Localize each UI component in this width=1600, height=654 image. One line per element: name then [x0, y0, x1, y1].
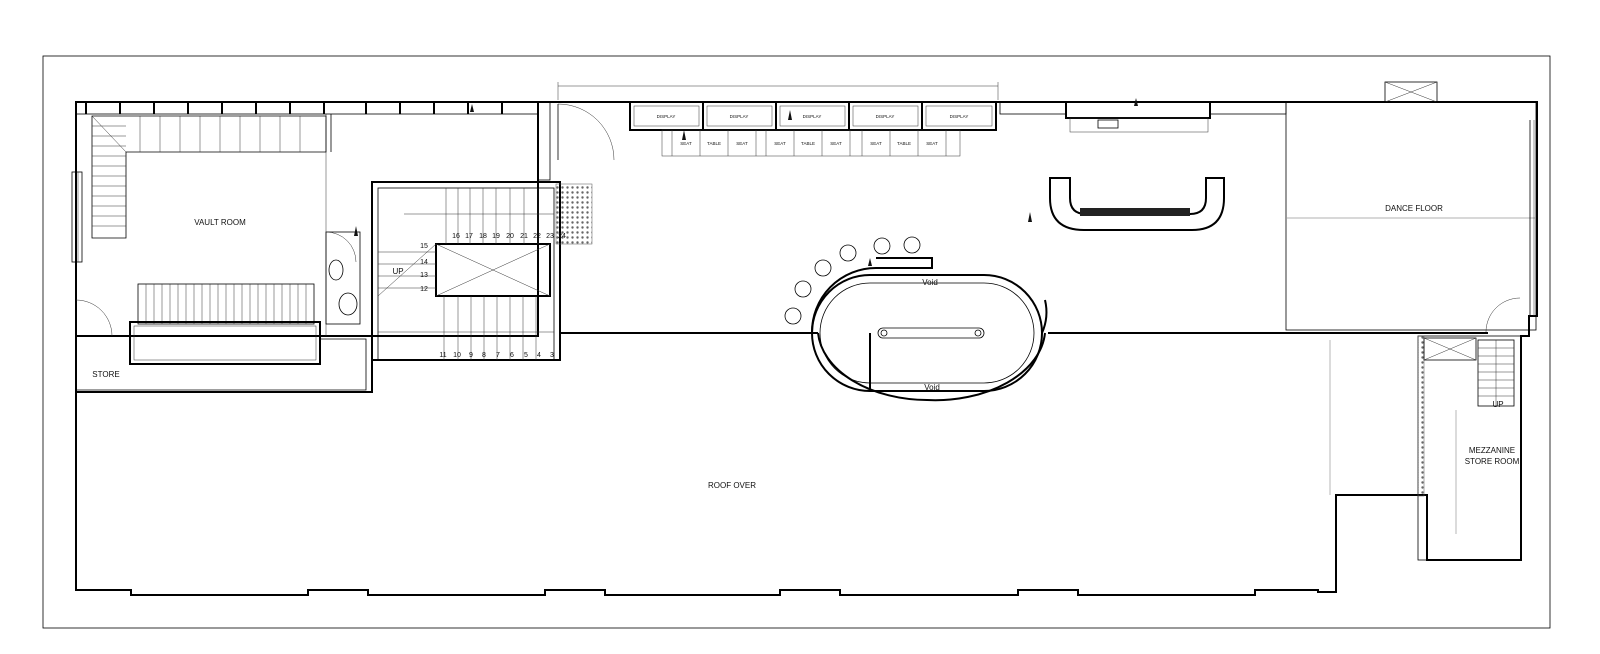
table-2: TABLE: [801, 141, 815, 146]
step-10: 10: [453, 352, 461, 359]
toilet-enclosure: [325, 231, 361, 325]
step-15: 15: [420, 243, 428, 250]
mezzanine-label-line1: MEZZANINE: [1469, 446, 1515, 455]
stool-icon: [873, 237, 891, 255]
vault-bench-seating: [91, 115, 327, 239]
step-24: 24: [558, 233, 566, 240]
upper-step-numbers: 16 17 18 19 20 21 22 23 24: [452, 233, 566, 240]
step-23: 23: [546, 233, 554, 240]
step-17: 17: [465, 233, 473, 240]
display-units: DISPLAY DISPLAY DISPLAY DISPLAY DISPLAY: [629, 101, 997, 131]
vault-lower-bench: [129, 283, 321, 365]
mezzanine-label-line2: STORE ROOM: [1465, 457, 1520, 466]
void-oval: [810, 257, 1048, 402]
building-outline: [75, 101, 1538, 596]
seat-5: SEAT: [870, 141, 882, 146]
upper-floor-wall: [76, 332, 818, 393]
lower-step-numbers: 11 10 9 8 7 6 5 4 3: [439, 352, 554, 359]
store-lower-wall: [76, 338, 367, 391]
vault-room-wall: [75, 101, 539, 337]
display-2: DISPLAY: [730, 114, 749, 119]
step-16: 16: [452, 233, 460, 240]
stair-core: [371, 181, 593, 361]
landing-step-numbers: 15 14 13 12: [420, 243, 428, 293]
step-18: 18: [479, 233, 487, 240]
upper-right-bar: [999, 81, 1438, 133]
seat-3: SEAT: [774, 141, 786, 146]
stool-icon: [903, 236, 921, 254]
basin-icon: [328, 259, 344, 281]
mezzanine: [1329, 297, 1522, 561]
dance-floor-label: DANCE FLOOR: [1385, 204, 1443, 213]
step-19: 19: [492, 233, 500, 240]
seating-row: SEAT TABLE SEAT SEAT TABLE SEAT SEAT TAB…: [661, 129, 961, 157]
step-14: 14: [420, 259, 428, 266]
step-20: 20: [506, 233, 514, 240]
display-3: DISPLAY: [803, 114, 822, 119]
seat-2: SEAT: [736, 141, 748, 146]
step-6: 6: [510, 352, 514, 359]
drawing-frame: [42, 55, 1551, 629]
store-door: [75, 299, 113, 337]
step-12: 12: [420, 286, 428, 293]
curved-bar: [1049, 177, 1225, 231]
seat-4: SEAT: [830, 141, 842, 146]
stool-icon: [784, 307, 802, 325]
step-13: 13: [420, 272, 428, 279]
mezzanine-up-label: UP: [1492, 400, 1503, 409]
table-3: TABLE: [897, 141, 911, 146]
step-22: 22: [533, 233, 541, 240]
stair-up-label: UP: [392, 267, 403, 276]
step-5: 5: [524, 352, 528, 359]
stool-icon: [839, 244, 857, 262]
step-7: 7: [496, 352, 500, 359]
seat-6: SEAT: [926, 141, 938, 146]
void-label-bottom: Void: [924, 383, 940, 392]
store-label: STORE: [92, 370, 119, 379]
entrance-door: [557, 103, 615, 161]
vault-room-label: VAULT ROOM: [194, 218, 246, 227]
section-marks: [354, 98, 1138, 266]
dance-floor: [1285, 101, 1537, 331]
void-label-top: Void: [922, 278, 938, 287]
display-5: DISPLAY: [950, 114, 969, 119]
table-1: TABLE: [707, 141, 721, 146]
dimension-line: [557, 82, 999, 100]
step-9: 9: [469, 352, 473, 359]
display-1: DISPLAY: [657, 114, 676, 119]
left-window-bay: [71, 171, 83, 263]
seat-1: SEAT: [680, 141, 692, 146]
display-4: DISPLAY: [876, 114, 895, 119]
step-21: 21: [520, 233, 528, 240]
step-3: 3: [550, 352, 554, 359]
top-windows: [75, 101, 551, 181]
step-8: 8: [482, 352, 486, 359]
bar-stools: [784, 236, 921, 325]
step-11: 11: [439, 352, 446, 359]
step-4: 4: [537, 352, 541, 359]
stool-icon: [814, 259, 832, 277]
toilet-door: [325, 231, 357, 263]
stool-icon: [794, 280, 812, 298]
toilet-icon: [338, 292, 358, 316]
roof-over-label: ROOF OVER: [708, 481, 756, 490]
